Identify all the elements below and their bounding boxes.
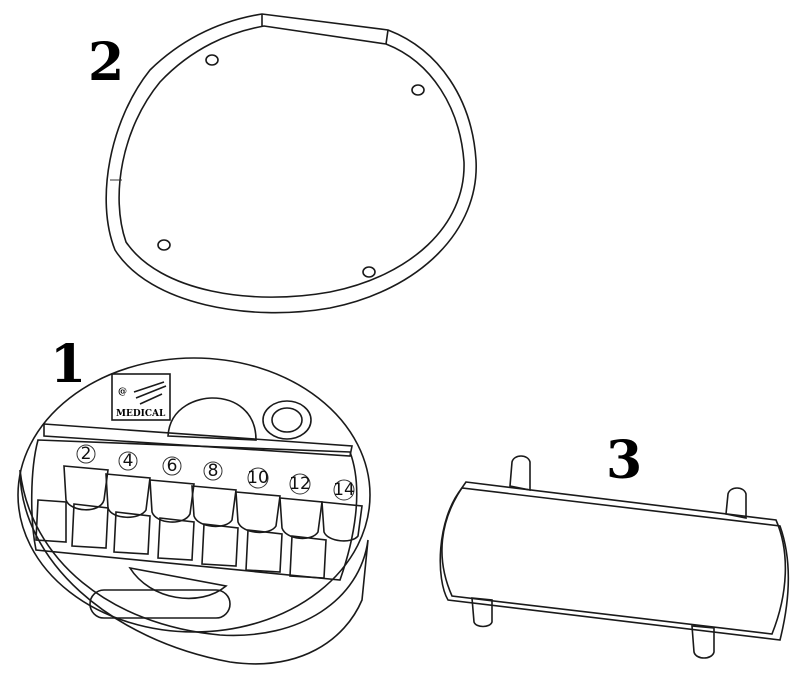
slot-number: 10 (247, 468, 269, 488)
ring-outer-wall (105, 13, 477, 314)
slot-number: 8 (208, 461, 219, 481)
slot-number: 6 (167, 456, 178, 476)
tray-side-band (19, 469, 369, 665)
slot-recess (30, 439, 358, 581)
cavity-row-lower (35, 499, 327, 579)
svg-text:@: @ (118, 387, 127, 397)
ring-peg (157, 239, 171, 251)
cavity-row-upper (63, 465, 363, 542)
part-label-tray: 1 (50, 334, 86, 395)
cover-tab (471, 597, 493, 628)
cover-part: 3 (439, 430, 790, 659)
cover-tab (509, 455, 531, 491)
slot-number: 12 (289, 474, 311, 494)
slot-number: 4 (123, 451, 134, 471)
part-label-ring: 2 (88, 32, 124, 93)
ring-peg (205, 54, 219, 66)
tray-top-face (17, 357, 371, 633)
tray-part: @ MEDICAL 2 4 6 8 10 12 14 (17, 334, 371, 665)
part-label-cover: 3 (606, 430, 642, 491)
slot-number: 2 (81, 444, 92, 464)
recess-rail (43, 423, 353, 457)
hemisphere-top (167, 397, 257, 441)
ring-peg (411, 84, 425, 96)
cylinder-well (262, 400, 312, 440)
slot-number: 14 (333, 480, 355, 500)
slot-number-row: 2 4 6 8 10 12 14 (76, 444, 355, 501)
hemisphere-bottom (128, 566, 228, 600)
medical-logo: @ MEDICAL (111, 373, 171, 421)
ring-inner-wall (118, 25, 465, 298)
svg-text:MEDICAL: MEDICAL (116, 409, 166, 419)
cover-tab (691, 625, 715, 659)
cover-tab (725, 487, 747, 519)
cover-face (441, 481, 787, 635)
ring-flat-edges (261, 14, 389, 45)
ring-part: 2 (88, 13, 477, 314)
handle-slot (89, 589, 231, 619)
ring-peg (362, 266, 376, 278)
